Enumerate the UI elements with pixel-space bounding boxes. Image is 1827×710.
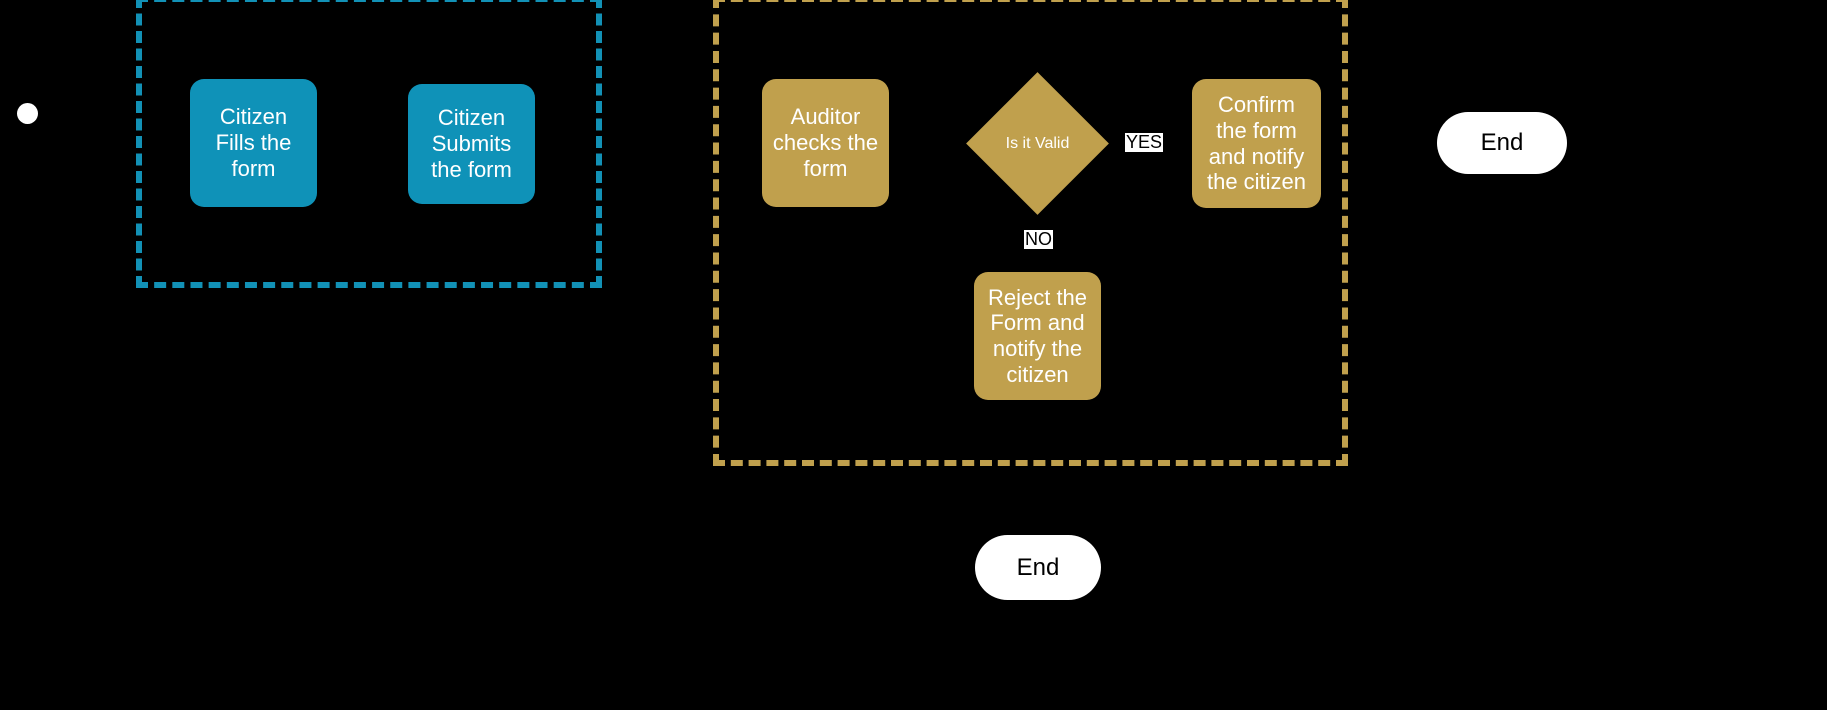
node-reject-the-form[interactable]: Reject the Form and notify the citizen (974, 272, 1101, 400)
edge-label-no: NO (1024, 229, 1053, 249)
node-is-it-valid-decision[interactable]: Is it Valid (966, 72, 1109, 215)
node-citizen-fills-the-form[interactable]: Citizen Fills the form (190, 79, 317, 207)
edge-label-yes: YES (1125, 132, 1164, 152)
start-node[interactable] (17, 103, 38, 124)
node-citizen-submits-the-form[interactable]: Citizen Submits the form (408, 84, 535, 204)
swimlane-auditor[interactable] (713, 0, 1348, 466)
swimlane-citizen[interactable] (136, 0, 602, 288)
node-confirm-the-form[interactable]: Confirm the form and notify the citizen (1192, 79, 1321, 208)
node-auditor-checks-the-form[interactable]: Auditor checks the form (762, 79, 889, 207)
end-node-bottom[interactable]: End (975, 535, 1101, 600)
end-node-right[interactable]: End (1437, 112, 1567, 174)
diamond-label: Is it Valid (1005, 134, 1070, 152)
